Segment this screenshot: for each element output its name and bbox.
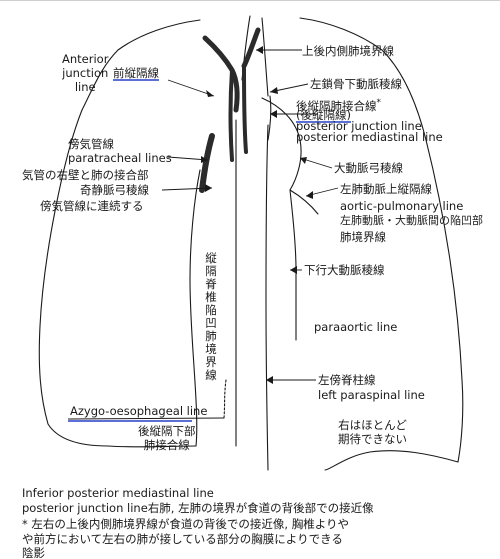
right-heart-border bbox=[189, 169, 201, 447]
arrow-aortic-arch bbox=[300, 157, 307, 164]
label-upper-posterior-medial: 上後内側肺境界線 bbox=[302, 44, 394, 58]
caption-line-3: * 左右の上後内側肺境界線が食道の背後での接近像, 胸椎よりや bbox=[22, 517, 349, 531]
ptr-anterior bbox=[167, 79, 215, 97]
label-anterior-junction-jp: 前縦隔線 bbox=[113, 66, 159, 80]
label-paratracheal-jp: 傍気管線 bbox=[68, 137, 114, 151]
label-tracheal-wall-jp: 気管の右壁と肺の接合部 bbox=[22, 168, 149, 182]
arrow-posterior-junction bbox=[270, 110, 277, 118]
label-lower-posterior-jp: 後縦隔下部 肺接合線 bbox=[138, 424, 196, 452]
arrow-subclavian bbox=[270, 87, 278, 94]
azygo-oesophageal-trace bbox=[223, 379, 227, 419]
label-anterior-junction-en: Anterior junction line bbox=[62, 52, 109, 94]
label-left-subclavian: 左鎖骨下動脈稜線 bbox=[310, 77, 402, 91]
label-paratracheal-en: paratracheal lines bbox=[68, 151, 172, 165]
label-descending-aorta: 下行大動脈稜線 bbox=[304, 263, 385, 277]
trachea-thick-right bbox=[242, 64, 248, 154]
caption-line-5: 陰影 bbox=[22, 546, 45, 558]
label-rarely-expected: 右はほとんど 期待できない bbox=[338, 418, 407, 446]
label-posterior-junction-en: posterior junction line bbox=[296, 119, 422, 133]
left-lung-contour bbox=[299, 17, 464, 463]
label-left-paraspinal-en: left paraspinal line bbox=[318, 388, 425, 402]
label-vertical-paraspinal: 縦隔脊椎陥凹肺境界線 bbox=[205, 251, 217, 382]
label-posterior-junction-jp: 後縦隔肺接合線* bbox=[296, 96, 381, 113]
caption-line-1: Inferior posterior mediastinal line bbox=[22, 486, 214, 500]
arrow-upper-medial bbox=[256, 46, 263, 54]
ptr-azygo-oesophageal bbox=[67, 417, 225, 420]
asterisk-mark: * bbox=[376, 98, 382, 108]
right-lung-contour bbox=[38, 19, 201, 448]
midline-right bbox=[265, 124, 269, 471]
label-posterior-mediastinal-en: posterior mediastinal line bbox=[296, 130, 443, 144]
caption-line-2: posterior junction line右肺, 左肺の境界が食道の背後部で… bbox=[22, 501, 374, 515]
label-aortic-arch: 大動脈弓稜線 bbox=[334, 161, 403, 175]
arrow-paratracheal bbox=[201, 156, 208, 163]
label-left-pa-aorta-window: 左肺動脈・大動脈間の陥凹部 bbox=[340, 214, 483, 227]
arrow-anterior bbox=[206, 90, 214, 97]
label-continuous-paratracheal: 傍気管線に連続する bbox=[40, 199, 144, 213]
caption-line-4: や前方において左右の肺が接している部分の胸膜によりできる bbox=[22, 532, 343, 546]
ptr-azygos bbox=[161, 187, 213, 191]
left-diaphragm bbox=[324, 450, 459, 471]
aortic-pulmonary-curve bbox=[289, 189, 319, 215]
upper-medial-thick bbox=[241, 27, 261, 69]
arrow-descending-aorta bbox=[290, 266, 297, 274]
paratracheal-thick bbox=[199, 133, 215, 193]
label-azygos-arch: 奇静脈弓稜線 bbox=[80, 183, 149, 197]
label-left-paraspinal-jp: 左傍脊柱線 bbox=[318, 373, 376, 387]
arrow-azygos bbox=[205, 184, 212, 192]
trachea-thick-left bbox=[228, 68, 234, 162]
label-left-pulmonary-upper: 左肺動脈上縦隔線 bbox=[340, 182, 432, 196]
top-border bbox=[0, 0, 500, 1]
label-azygo-oesophageal: Azygo-oesophageal line bbox=[70, 404, 208, 418]
arrow-paraspinal bbox=[266, 376, 273, 384]
label-posterior-junction-paren: (後縦隔線) bbox=[296, 108, 351, 122]
upper-medial-left bbox=[261, 17, 269, 97]
label-aortic-pulmonary-en: aortic-pulmonary line bbox=[340, 199, 464, 213]
label-lung-border-line: 肺境界線 bbox=[340, 230, 386, 244]
arrow-left-pulmonary bbox=[306, 191, 313, 199]
posterior-junction-jp-text: 後縦隔肺接合線 bbox=[296, 98, 377, 113]
left-mediastinal-curve bbox=[267, 95, 272, 141]
label-paraaortic-en: paraaortic line bbox=[314, 320, 398, 334]
